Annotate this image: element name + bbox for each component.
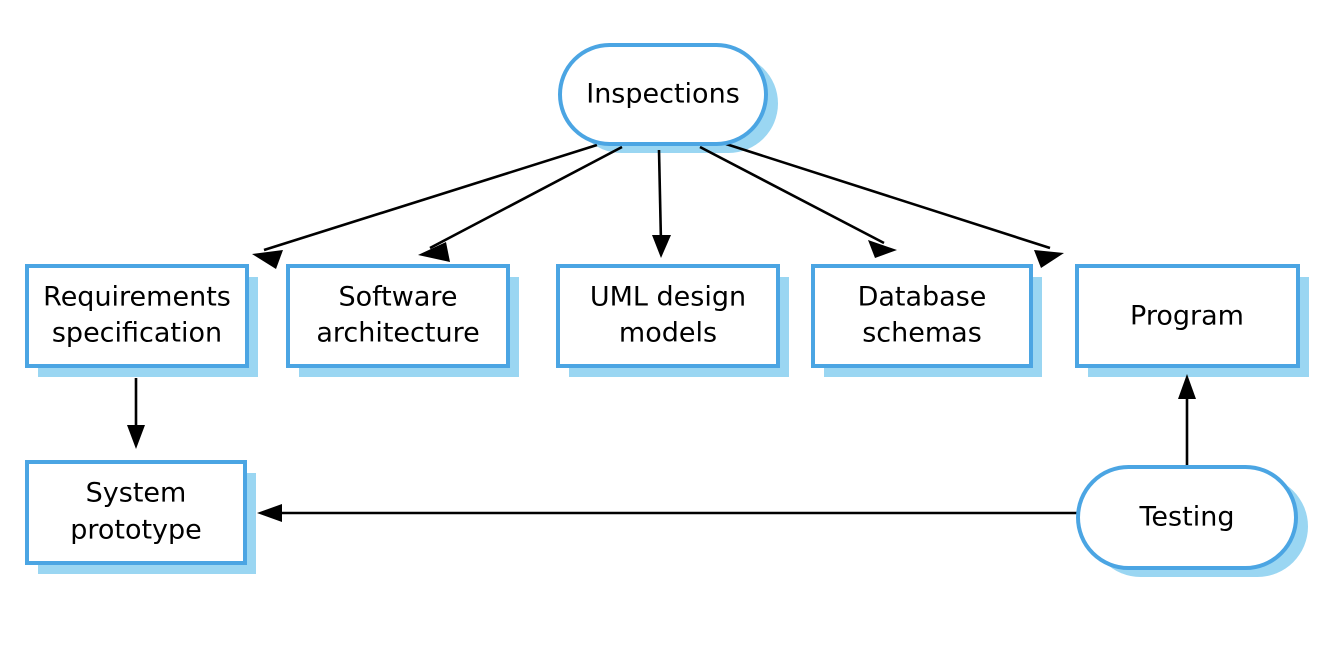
node-uml-design-models-shape [556, 264, 780, 368]
node-testing-label-line-1: Testing [1139, 502, 1235, 533]
edges [127, 142, 1196, 522]
node-system-prototype[interactable]: System prototype [25, 460, 247, 565]
edge-inspections-to-requirements-specification [252, 143, 598, 269]
node-program[interactable]: Program [1075, 264, 1300, 368]
node-software-architecture-shape [286, 264, 510, 368]
node-uml-design-models-label-line-1: UML design [590, 282, 746, 313]
node-database-schemas-label-line-1: Database [858, 282, 987, 313]
node-system-prototype-shape [25, 460, 247, 565]
edge-testing-to-program [1178, 374, 1196, 466]
node-uml-design-models[interactable]: UML design models [556, 264, 780, 368]
node-database-schemas[interactable]: Database schemas [811, 264, 1033, 368]
edge-testing-to-system-prototype [257, 504, 1077, 522]
node-program-label-line-1: Program [1130, 301, 1244, 332]
nodes: Inspections Requirements specification S… [25, 43, 1300, 570]
node-system-prototype-label-line-1: System [86, 478, 187, 509]
node-software-architecture-label-line-1: Software [338, 282, 457, 313]
node-inspections-label-line-1: Inspections [586, 79, 740, 110]
node-requirements-specification-shape [25, 264, 249, 368]
node-testing[interactable]: Testing [1076, 465, 1298, 570]
edge-inspections-to-uml-design-models [652, 149, 671, 258]
node-software-architecture[interactable]: Software architecture [286, 264, 510, 368]
edge-inspections-to-database-schemas [699, 145, 897, 258]
node-requirements-specification-label-line-2: specification [52, 318, 222, 349]
edge-inspections-to-software-architecture [418, 145, 623, 262]
node-program-shape [1075, 264, 1300, 368]
node-requirements-specification-label-line-1: Requirements [43, 282, 231, 313]
node-inspections[interactable]: Inspections [558, 43, 768, 146]
edge-requirements-to-system-prototype [127, 378, 145, 449]
node-inspections-shape [558, 43, 768, 146]
node-database-schemas-label-line-2: schemas [862, 318, 982, 349]
node-database-schemas-shape [811, 264, 1033, 368]
node-system-prototype-label-line-2: prototype [70, 515, 202, 546]
node-requirements-specification[interactable]: Requirements specification [25, 264, 249, 368]
node-software-architecture-label-line-2: architecture [316, 318, 479, 349]
node-uml-design-models-label-line-2: models [619, 318, 717, 349]
node-testing-shape [1076, 465, 1298, 570]
edge-inspections-to-program [725, 142, 1064, 268]
